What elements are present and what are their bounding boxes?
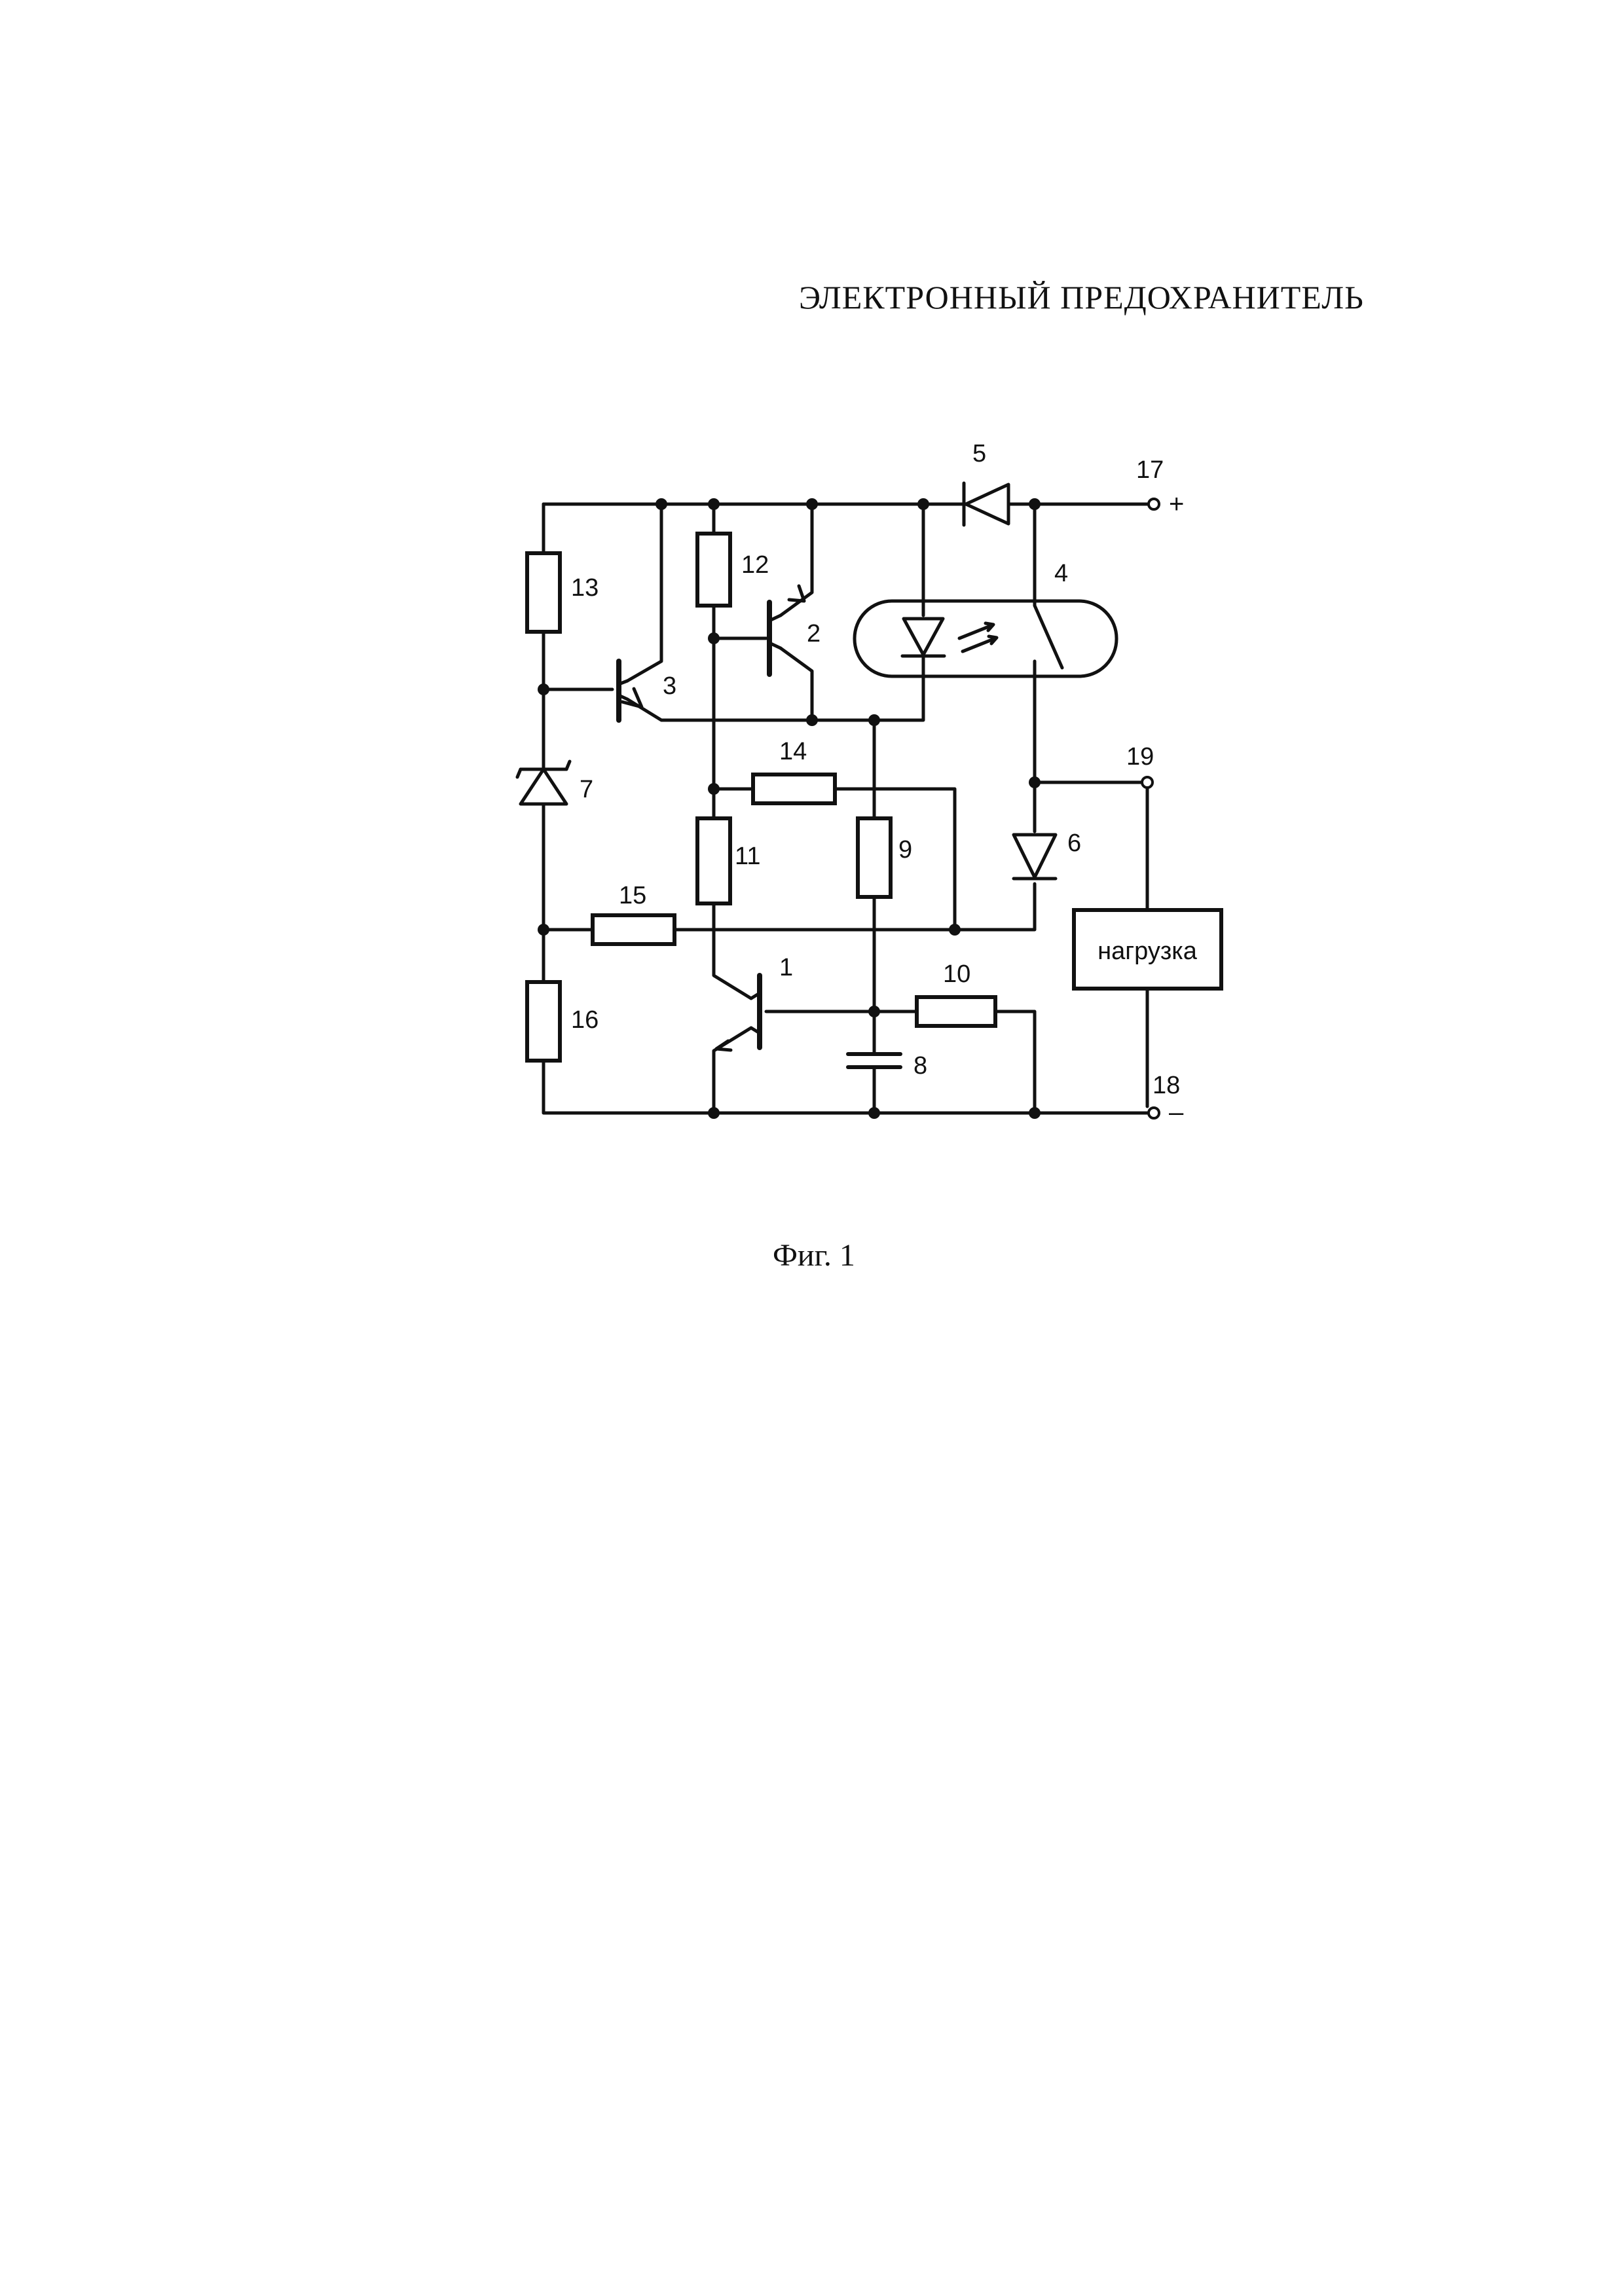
transistor-2 <box>767 584 806 677</box>
transistor-1 <box>714 973 762 1052</box>
label-minus: – <box>1169 1098 1184 1127</box>
resistor-10 <box>915 995 997 1028</box>
resistor-15 <box>591 913 676 946</box>
resistor-16 <box>525 980 562 1063</box>
load-box <box>1072 908 1223 991</box>
label-9: 9 <box>898 836 912 864</box>
resistor-9 <box>856 816 893 899</box>
resistor-12 <box>695 532 732 608</box>
terminal-18 <box>1147 1106 1160 1120</box>
label-plus: + <box>1169 490 1184 519</box>
label-19: 19 <box>1126 743 1154 771</box>
label-5: 5 <box>972 440 986 467</box>
load-label: нагрузка <box>1098 938 1198 965</box>
label-4: 4 <box>1054 560 1068 587</box>
zener-diode-7 <box>515 759 572 817</box>
terminal-19 <box>1141 776 1154 789</box>
label-14: 14 <box>779 738 807 765</box>
resistor-11 <box>695 816 732 905</box>
label-7: 7 <box>580 776 593 803</box>
capacitor-8 <box>846 1052 902 1069</box>
label-12: 12 <box>741 551 769 579</box>
resistor-14 <box>751 773 837 805</box>
figure-caption: Фиг. 1 <box>773 1238 855 1273</box>
component-labels: 13 12 2 3 5 17 + 4 7 14 19 11 9 6 15 1 1… <box>571 440 1184 1127</box>
label-6: 6 <box>1067 829 1081 857</box>
label-10: 10 <box>943 960 970 988</box>
resistor-13 <box>525 551 562 634</box>
label-8: 8 <box>913 1052 927 1080</box>
label-17: 17 <box>1136 456 1164 484</box>
label-1: 1 <box>779 954 793 981</box>
label-11: 11 <box>735 843 760 870</box>
junction-dots <box>538 498 1041 1119</box>
terminal-17 <box>1147 498 1160 511</box>
label-16: 16 <box>571 1006 599 1034</box>
wires <box>542 502 1151 1115</box>
label-15: 15 <box>619 882 646 909</box>
document-title: ЭЛЕКТРОННЫЙ ПРЕДОХРАНИТЕЛЬ <box>799 279 1364 316</box>
label-18: 18 <box>1153 1072 1180 1099</box>
label-13: 13 <box>571 574 599 602</box>
label-2: 2 <box>807 620 821 647</box>
label-3: 3 <box>663 672 676 700</box>
optocoupler-4 <box>853 599 1118 678</box>
transistor-3 <box>616 659 644 723</box>
diode-5 <box>962 481 1010 527</box>
diode-6 <box>1012 833 1058 881</box>
